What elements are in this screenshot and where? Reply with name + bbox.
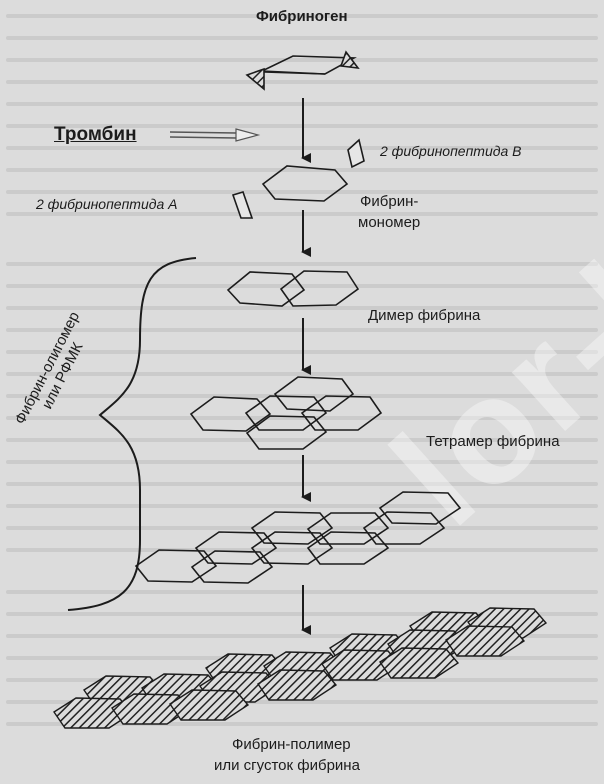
fibrinopeptide-a-shape: [233, 192, 252, 218]
fibrin-polymer-shape: [54, 608, 546, 728]
fibrin-monomer-label-line1: Фибрин-: [360, 193, 418, 210]
thrombin-label: Тромбин: [54, 124, 137, 146]
fibrin-polymer-label-line1: Фибрин-полимер: [232, 736, 351, 753]
fibrin-dimer-label: Димер фибрина: [368, 307, 480, 324]
fibrin-dimer-shape: [228, 271, 358, 306]
fibrinopeptide-b-shape: [348, 140, 364, 167]
fibrinopeptide-a-label: 2 фибринопептида А: [36, 196, 178, 212]
fibrin-tetramer-label: Тетрамер фибрина: [426, 433, 560, 450]
fibrin-monomer-label-line2: мономер: [358, 214, 420, 231]
fibrin-monomer-shape: [263, 166, 347, 201]
fibrinogen-label: Фибриноген: [256, 8, 348, 25]
fibrinopeptide-b-label: 2 фибринопептида В: [380, 143, 522, 159]
fibrin-oligomer-shape: [136, 492, 460, 583]
fibrin-tetramer-shape: [191, 377, 381, 449]
fibrinogen-molecule: [247, 52, 358, 89]
thrombin-arrow: [170, 129, 258, 141]
fibrin-polymer-label-line2: или сгусток фибрина: [214, 757, 360, 774]
